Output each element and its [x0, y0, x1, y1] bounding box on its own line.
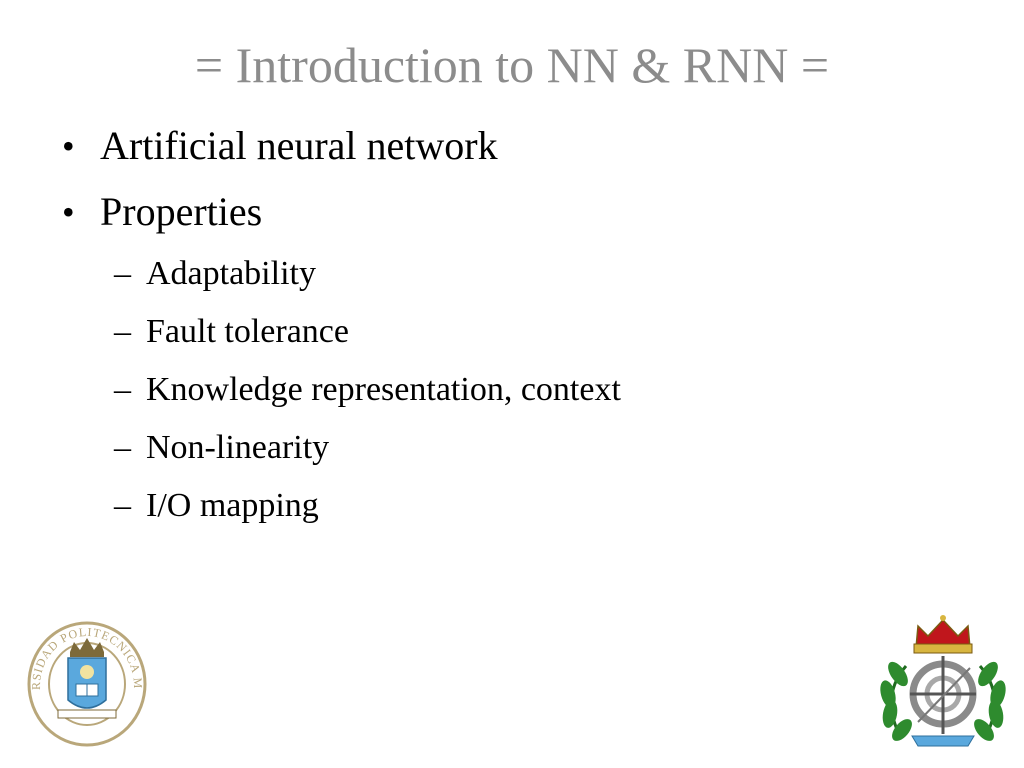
bullet-text: Properties — [100, 189, 263, 234]
sub-bullet-text: Adaptability — [146, 255, 316, 292]
sub-bullet-item: – Fault tolerance — [56, 308, 956, 356]
sub-bullet-marker: – — [114, 313, 131, 350]
sub-bullet-item: – I/O mapping — [56, 482, 956, 530]
sub-bullet-marker: – — [114, 255, 131, 292]
sub-bullet-text: I/O mapping — [146, 487, 319, 524]
sub-bullet-marker: – — [114, 371, 131, 408]
faculty-crest-icon — [876, 612, 1010, 752]
bullet-item: • Artificial neural network — [56, 118, 956, 174]
sub-bullet-item: – Non-linearity — [56, 424, 956, 472]
bullet-marker: • — [62, 192, 75, 232]
slide-title: = Introduction to NN & RNN = — [194, 37, 830, 93]
university-seal-icon: UNIVERSIDAD POLITECNICA MADRID — [21, 609, 148, 748]
sub-bullet-text: Fault tolerance — [146, 313, 349, 350]
sub-bullet-marker: – — [114, 429, 131, 466]
sub-bullet-item: – Adaptability — [56, 250, 956, 298]
sub-bullet-text: Knowledge representation, context — [146, 371, 621, 408]
sub-bullet-text: Non-linearity — [146, 429, 330, 466]
bullet-list: • Artificial neural network • Properties… — [56, 118, 956, 540]
bullet-item: • Properties — [56, 184, 956, 240]
bullet-text: Artificial neural network — [100, 123, 498, 168]
bullet-marker: • — [62, 126, 75, 166]
sub-bullet-item: – Knowledge representation, context — [56, 366, 956, 414]
sub-bullet-marker: – — [114, 487, 131, 524]
